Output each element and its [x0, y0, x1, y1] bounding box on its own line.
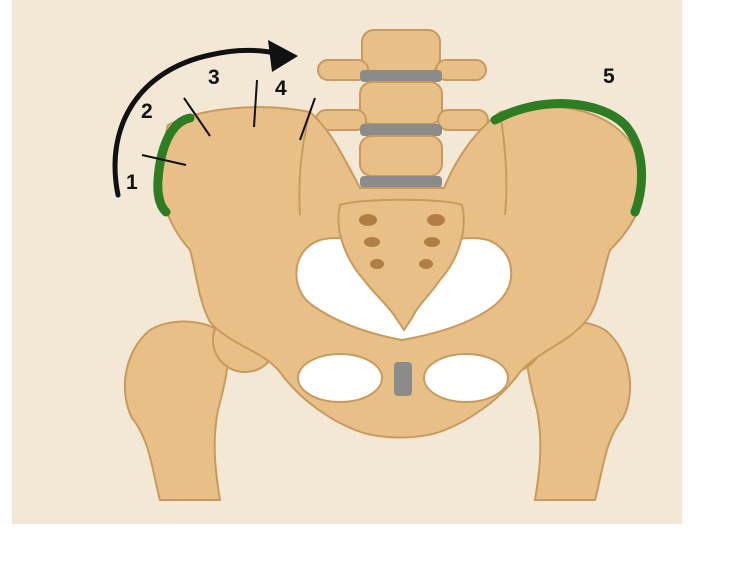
disc-2 — [360, 124, 442, 136]
left-obturator-foramen — [298, 354, 382, 402]
label-2: 2 — [141, 101, 153, 122]
label-3: 3 — [208, 67, 220, 88]
label-4: 4 — [275, 78, 287, 99]
pubic-symphysis — [394, 362, 412, 396]
disc-1 — [360, 70, 442, 82]
label-5: 5 — [603, 66, 615, 87]
right-obturator-foramen — [424, 354, 508, 402]
label-1: 1 — [126, 172, 138, 193]
disc-3 — [360, 176, 442, 188]
